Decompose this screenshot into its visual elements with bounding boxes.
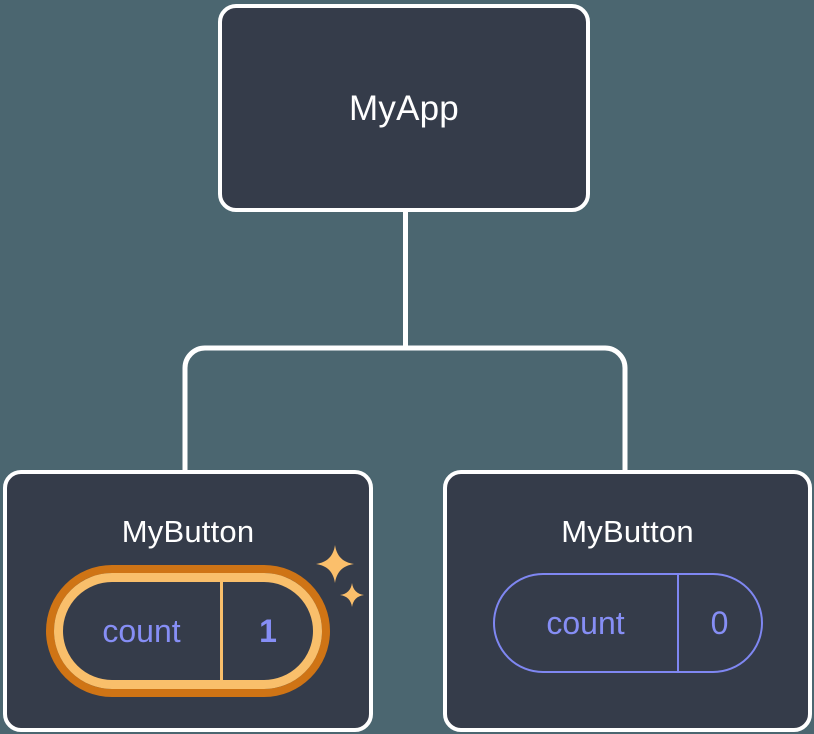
state-key-label: count [102,612,181,649]
component-node-title: MyButton [561,514,694,549]
connector-branch-left [182,345,406,470]
sparkle-group [314,545,374,625]
state-value-label: 0 [676,575,761,671]
component-node-mybutton-left[interactable]: MyButton count 1 [3,470,373,732]
sparkle-icon-large [316,545,354,583]
component-node-title: MyButton [121,514,255,549]
component-node-mybutton-right[interactable]: MyButton count 0 [443,470,812,732]
state-key-label: count [546,604,625,641]
component-node-myapp[interactable]: MyApp [218,4,590,212]
connector-branch-right [405,345,628,470]
state-pill-wrap: count 1 [54,545,364,689]
state-pill-plain[interactable]: count 0 [492,573,763,673]
state-pill-wrap: count 0 [492,573,763,673]
state-pill-highlighted[interactable]: count 1 [54,573,322,689]
component-node-title: MyApp [349,88,459,128]
state-value-label: 1 [220,582,313,680]
sparkle-icon-small [340,583,364,607]
